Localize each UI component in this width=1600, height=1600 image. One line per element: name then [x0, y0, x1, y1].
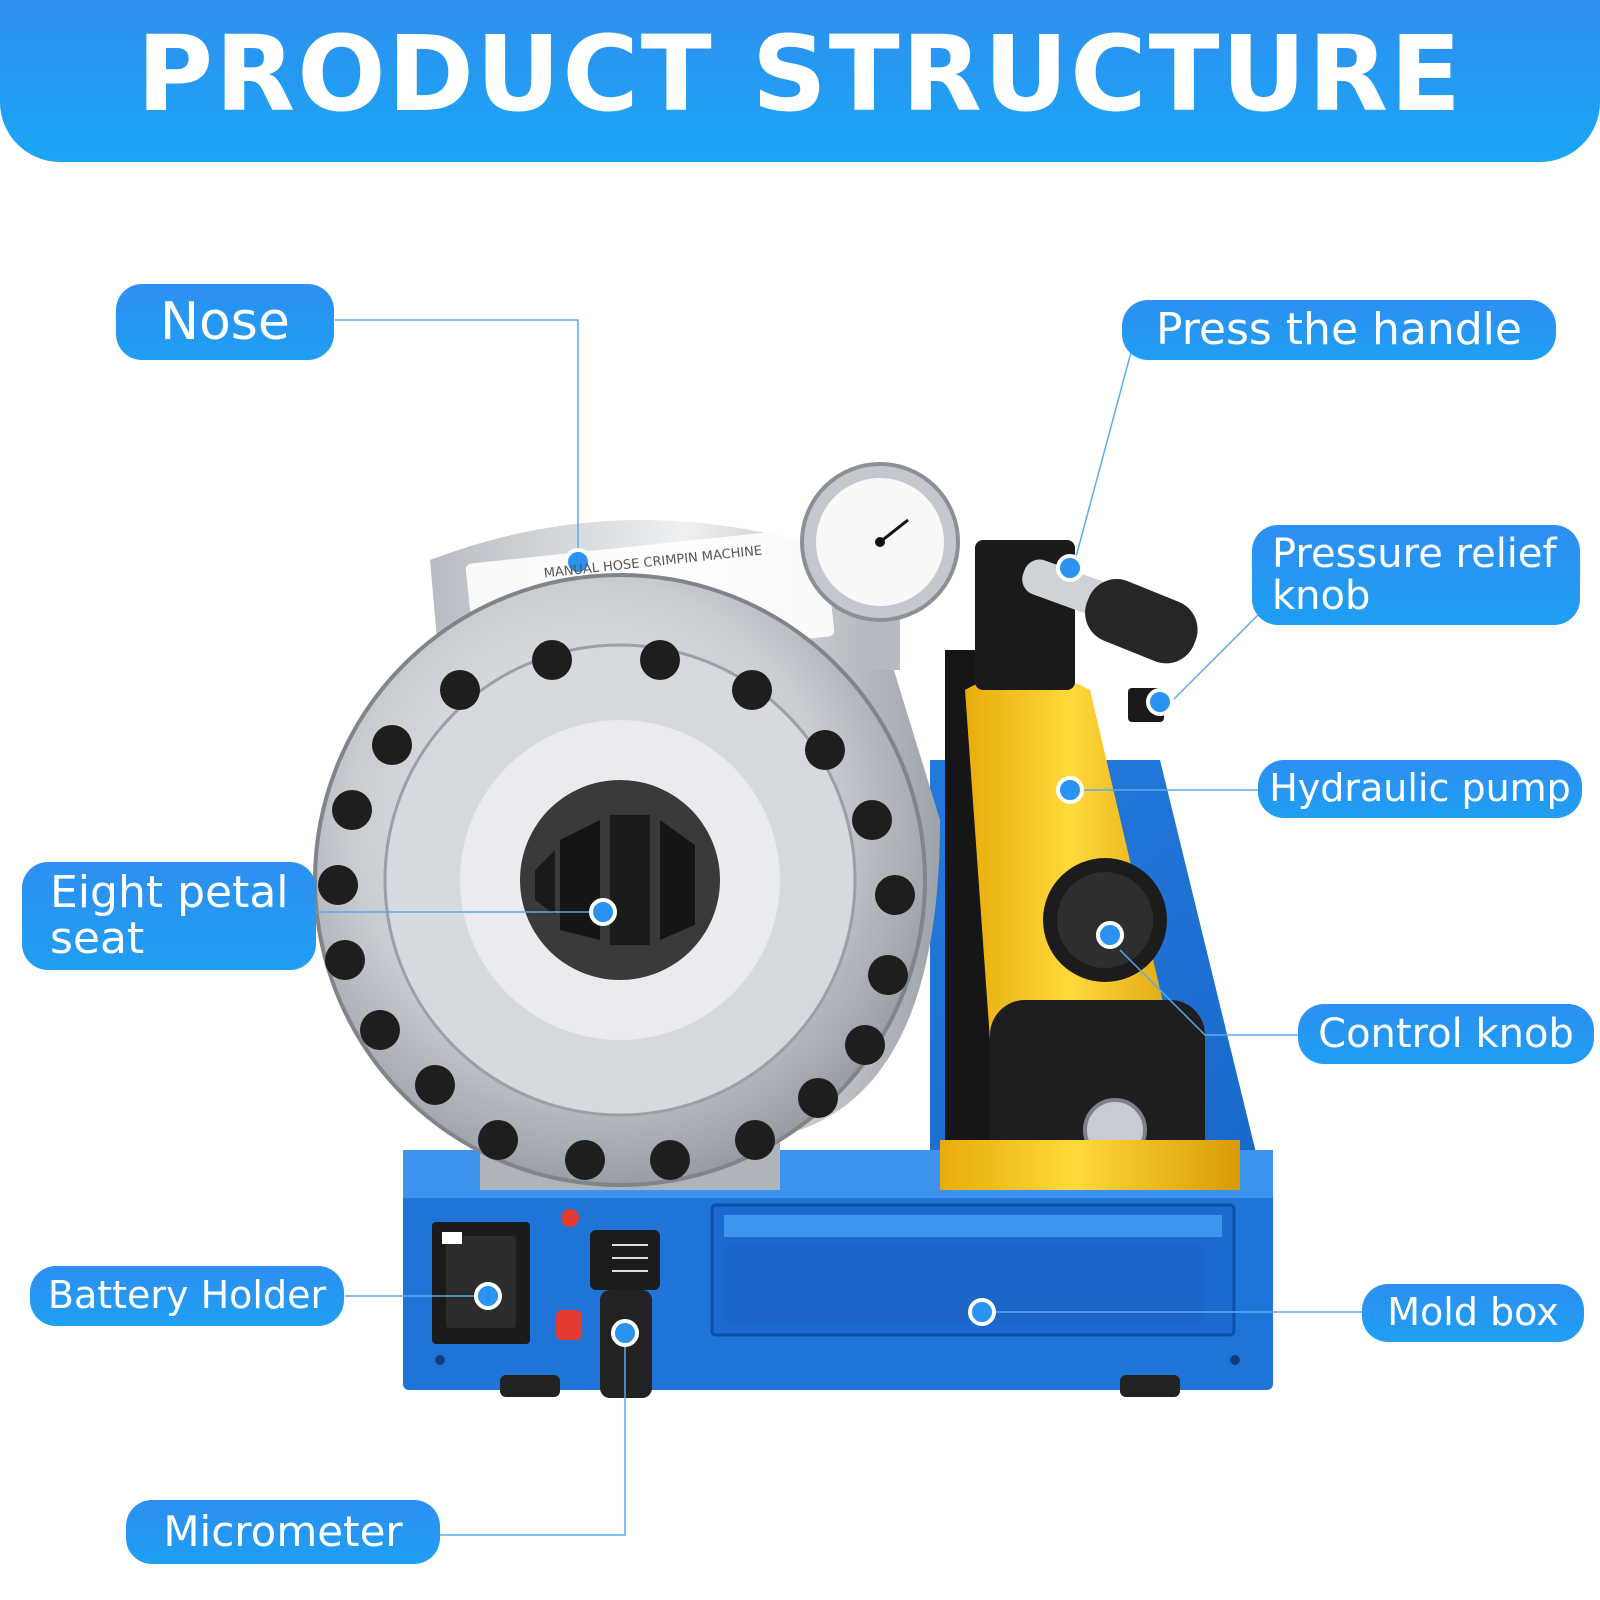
- control-knob[interactable]: [1043, 858, 1167, 982]
- label-nose: Nose: [116, 284, 334, 360]
- pressure-gauge: [800, 462, 960, 670]
- label-micrometer: Micrometer: [126, 1500, 440, 1564]
- label-mold-box: Mold box: [1362, 1284, 1584, 1342]
- header-banner: PRODUCT STRUCTURE: [0, 0, 1600, 162]
- leader-lines: [316, 319, 1362, 1536]
- label-hydraulic-pump: Hydraulic pump: [1258, 760, 1582, 818]
- marker-dots: [474, 548, 1174, 1347]
- battery-holder[interactable]: [432, 1222, 530, 1344]
- label-control-knob: Control knob: [1298, 1004, 1594, 1064]
- indicator-light: [561, 1209, 579, 1227]
- label-eight-petal-seat: Eight petal seat: [22, 862, 316, 970]
- dot-micrometer: [611, 1319, 639, 1347]
- hydraulic-pump[interactable]: [940, 650, 1240, 1190]
- eight-petal-seat[interactable]: [520, 780, 720, 980]
- label-pressure-relief-knob: Pressure relief knob: [1252, 525, 1580, 625]
- dot-handle: [1056, 554, 1084, 582]
- dot-battery: [474, 1282, 502, 1310]
- dot-nose: [564, 548, 592, 576]
- press-handle[interactable]: [975, 540, 1207, 690]
- label-press-handle: Press the handle: [1122, 300, 1556, 360]
- dot-control: [1096, 921, 1124, 949]
- dot-mold: [968, 1298, 996, 1326]
- bolt-ring: [318, 640, 915, 1180]
- mold-box[interactable]: [710, 1203, 1236, 1337]
- label-battery-holder: Battery Holder: [30, 1266, 344, 1326]
- page-title: PRODUCT STRUCTURE: [136, 13, 1464, 135]
- dot-relief: [1146, 688, 1174, 716]
- dot-pump: [1056, 776, 1084, 804]
- dot-petal: [589, 898, 617, 926]
